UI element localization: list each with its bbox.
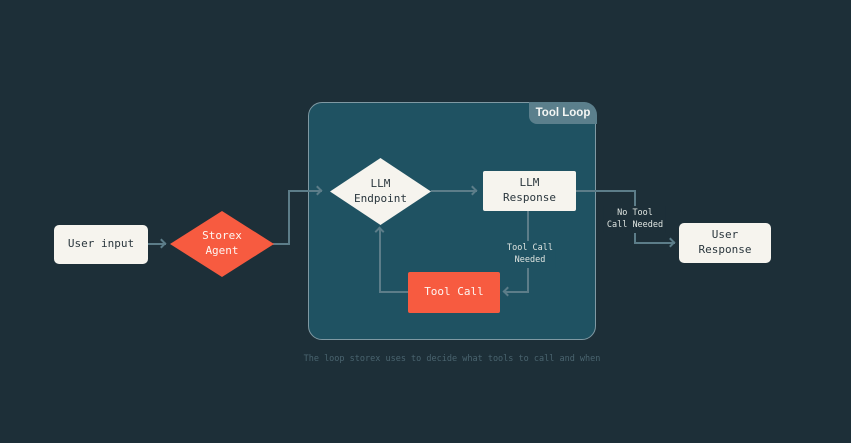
storex-agent-node: Storex Agent bbox=[170, 211, 274, 277]
tool-loop-label: Tool Loop bbox=[529, 102, 597, 124]
edge-line bbox=[576, 190, 636, 192]
diagram-caption: The loop storex uses to decide what tool… bbox=[303, 354, 601, 364]
edge-line bbox=[288, 191, 290, 245]
edge-line bbox=[431, 190, 477, 192]
edge-line bbox=[379, 291, 408, 293]
arrowhead-icon bbox=[665, 237, 676, 248]
llm-response-node: LLM Response bbox=[483, 171, 576, 211]
user-response-node: User Response bbox=[679, 223, 771, 263]
edge-line bbox=[148, 243, 166, 245]
user-input-node: User input bbox=[54, 225, 148, 264]
edge-line bbox=[504, 291, 529, 293]
edge-label-tool-call-needed: Tool Call Needed bbox=[503, 241, 557, 268]
edge-line bbox=[379, 228, 381, 293]
edge-line bbox=[634, 242, 675, 244]
tool-call-node: Tool Call bbox=[408, 272, 500, 313]
edge-line bbox=[288, 190, 322, 192]
edge-line bbox=[273, 243, 290, 245]
edge-label-no-tool-call-needed: No Tool Call Needed bbox=[603, 206, 667, 233]
arrowhead-icon bbox=[156, 238, 167, 249]
